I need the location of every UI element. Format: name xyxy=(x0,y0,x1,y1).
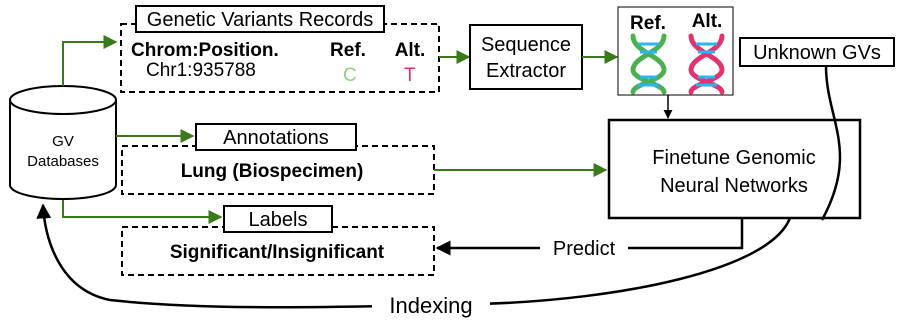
extractor-line1: Sequence xyxy=(481,34,571,56)
records-val-chrom-pos: Chr1:935788 xyxy=(146,60,256,81)
unknown-gvs-label: Unknown GVs xyxy=(753,42,881,64)
predict-label: Predict xyxy=(553,238,616,260)
gv-database: GV Databases xyxy=(9,85,117,200)
labels-title: Labels xyxy=(249,209,308,231)
sequence-extractor: Sequence Extractor xyxy=(469,24,583,90)
finetune-line1: Finetune Genomic xyxy=(652,147,815,169)
records-val-alt: T xyxy=(404,65,416,86)
records-panel: Genetic Variants Records Chrom:Position.… xyxy=(120,5,440,93)
dna-alt-icon xyxy=(688,33,725,95)
labels-panel: Labels Significant/Insignificant xyxy=(121,205,435,276)
database-label-line2: Databases xyxy=(27,153,99,170)
annotations-title: Annotations xyxy=(223,127,329,149)
dna-ref-icon xyxy=(630,33,667,95)
dna-alt-label: Alt. xyxy=(692,11,723,32)
extractor-line2: Extractor xyxy=(486,60,566,82)
dna-ref-label: Ref. xyxy=(630,13,666,34)
records-col-alt: Alt. xyxy=(395,40,426,61)
records-val-ref: C xyxy=(343,65,357,86)
predict-arrow xyxy=(435,218,744,256)
records-title: Genetic Variants Records xyxy=(147,9,373,31)
annotations-value: Lung (Biospecimen) xyxy=(181,161,364,182)
unknown-gvs: Unknown GVs xyxy=(739,37,895,67)
labels-value: Significant/Insignificant xyxy=(170,242,385,263)
indexing-label: Indexing xyxy=(389,293,472,318)
database-connectors xyxy=(62,35,223,224)
unknown-to-finetune-curve xyxy=(820,65,842,221)
records-col-ref: Ref. xyxy=(330,40,366,61)
annotations-panel: Annotations Lung (Biospecimen) xyxy=(121,123,435,195)
dna-sequence-panel: Ref. Alt. xyxy=(617,6,734,96)
finetune-model: Finetune Genomic Neural Networks xyxy=(607,118,862,220)
database-label-line1: GV xyxy=(52,133,74,150)
indexing-arrow xyxy=(36,203,792,309)
finetune-line2: Neural Networks xyxy=(660,175,808,197)
records-col-chrom-pos: Chrom:Position. xyxy=(131,40,279,61)
